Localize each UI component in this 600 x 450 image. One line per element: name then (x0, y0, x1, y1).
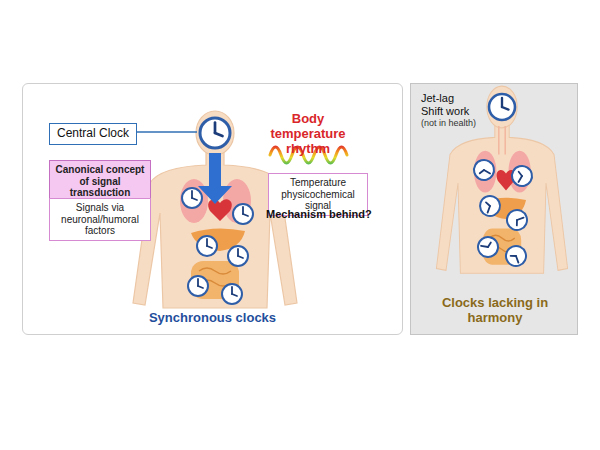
concept-box: Canonical concept of signal transduction (49, 160, 151, 203)
clock-box: Central Clock (49, 123, 137, 145)
node-text: (not in health) (421, 118, 569, 128)
node-text: Clocks lacking in harmony (421, 296, 569, 326)
panel-ground (410, 83, 578, 335)
annotation-label: Body temperature rhythm (262, 112, 354, 157)
signal-arrow (198, 153, 232, 204)
annotation-label: Mechanism behind? (266, 208, 376, 221)
panel: Jet-lag Shift work(not in health) Clocks … (410, 83, 578, 335)
node-text: Canonical concept of signal transduction (54, 164, 146, 199)
node-text: Synchronous clocks (23, 311, 402, 326)
leader-line (136, 131, 197, 133)
node-text: Temperature physicochemical signal (273, 177, 363, 212)
node-text: Jet-lag Shift work (421, 92, 479, 117)
node-text: Central Clock (54, 127, 132, 141)
signal-box: Signals via neuronal/humoral factors (49, 198, 151, 241)
node-text: Signals via neuronal/humoral factors (54, 202, 146, 237)
